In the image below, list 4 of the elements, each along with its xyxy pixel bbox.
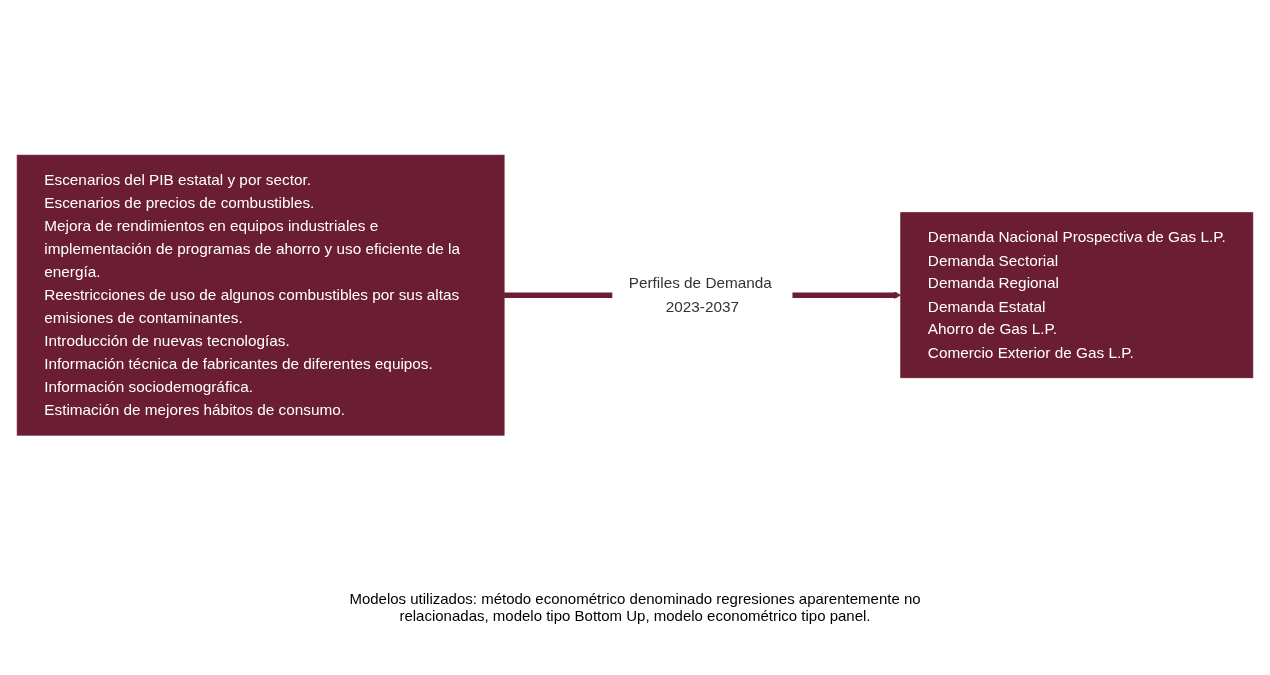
node-box: Demanda Nacional Prospectiva de Gas L.P. Demanda Sectorial Demanda Regional Demanda Estatal Ahorro de Gas L.P. Comercio Exterior de Gas L.P. (900, 212, 1254, 378)
edge-label: Perfiles de Demanda 2023-2037 (628, 274, 772, 315)
node-box: Escenarios del PIB estatal y por sector. Escenarios de precios de combustibles. Mejora de rendimientos en equipos industriales e implementación de programas de ahorro y uso eficiente de la energía. Reestricciones de uso de algunos combustibles por sus altas emisiones de contaminantes. Introducción de nuevas tecnologías. Información técnica de fabricantes de diferentes equipos. Información sociodemográfica. Estimación de mejores hábitos de consumo. (16, 154, 505, 436)
note-text: Modelos utilizados: método econométrico denominado regresiones aparentemente no relacionadas, modelo tipo Bottom Up, modelo econométrico tipo panel. (348, 590, 922, 624)
